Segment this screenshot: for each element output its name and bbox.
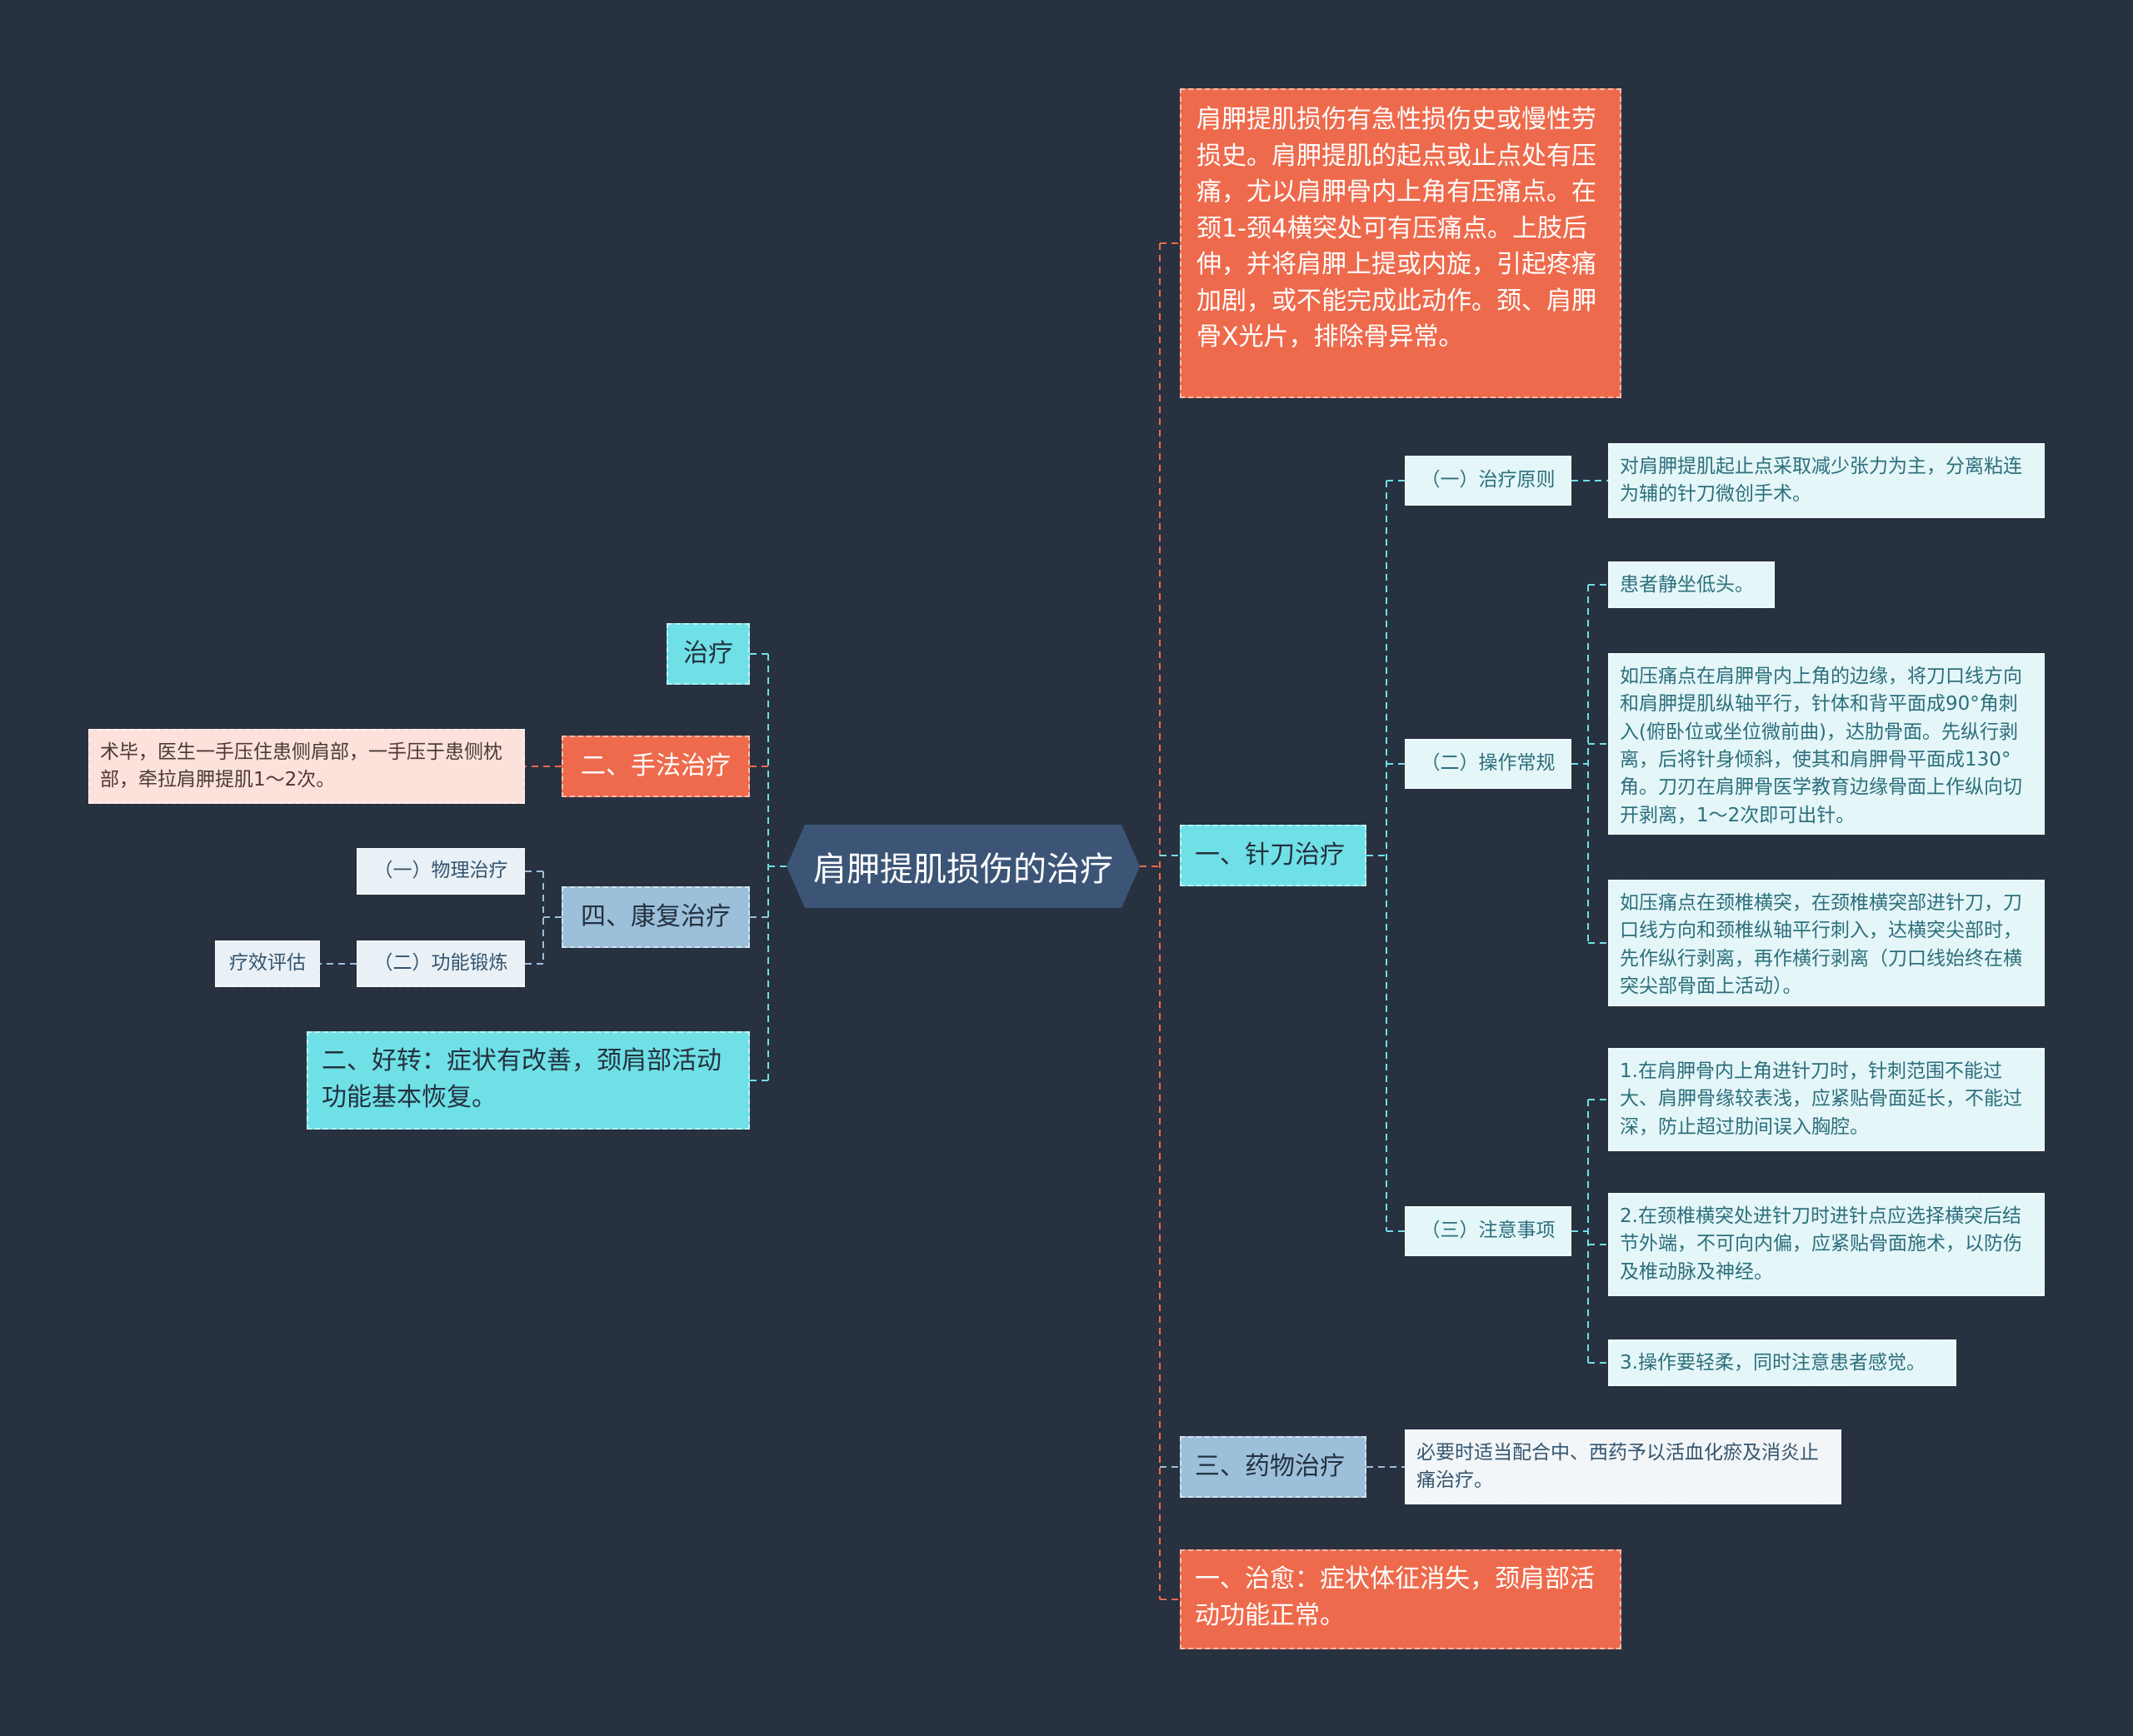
physical-therapy-node[interactable]: （一）物理治疗 [357, 848, 525, 895]
central-topic[interactable]: 肩胛提肌损伤的治疗 [787, 825, 1140, 908]
note-2[interactable]: 2.在颈椎横突处进针刀时进针点应选择横突后结节外端，不可向内偏，应紧贴骨面施术，… [1608, 1193, 2045, 1296]
medicine-node[interactable]: 三、药物治疗 [1180, 1436, 1366, 1498]
routine-step-1[interactable]: 患者静坐低头。 [1608, 561, 1775, 608]
acupotomy-node[interactable]: 一、针刀治疗 [1180, 825, 1366, 886]
routine-node[interactable]: （二）操作常规 [1405, 739, 1571, 789]
exercise-node[interactable]: （二）功能锻炼 [357, 940, 525, 987]
manual-node[interactable]: 二、手法治疗 [562, 736, 750, 797]
note-3[interactable]: 3.操作要轻柔，同时注意患者感觉。 [1608, 1339, 1956, 1386]
improved-node[interactable]: 二、好转：症状有改善，颈肩部活动功能基本恢复。 [307, 1031, 750, 1130]
cured-node[interactable]: 一、治愈：症状体征消失，颈肩部活动功能正常。 [1180, 1549, 1621, 1649]
principle-text[interactable]: 对肩胛提肌起止点采取减少张力为主，分离粘连为辅的针刀微创手术。 [1608, 443, 2045, 518]
routine-step-2[interactable]: 如压痛点在肩胛骨内上角的边缘，将刀口线方向和肩胛提肌纵轴平行，针体和背平面成90… [1608, 653, 2045, 835]
principle-node[interactable]: （一）治疗原则 [1405, 456, 1571, 506]
routine-step-3[interactable]: 如压痛点在颈椎横突，在颈椎横突部进针刀，刀口线方向和颈椎纵轴平行刺入，达横突尖部… [1608, 880, 2045, 1006]
manual-text[interactable]: 术毕，医生一手压住患侧肩部，一手压于患侧枕部，牵拉肩胛提肌1～2次。 [88, 729, 525, 804]
treatment-node[interactable]: 治疗 [667, 623, 750, 685]
notes-node[interactable]: （三）注意事项 [1405, 1206, 1571, 1256]
diagnosis-node[interactable]: 肩胛提肌损伤有急性损伤史或慢性劳损史。肩胛提肌的起点或止点处有压痛，尤以肩胛骨内… [1180, 88, 1621, 398]
note-1[interactable]: 1.在肩胛骨内上角进针刀时，针刺范围不能过大、肩胛骨缘较表浅，应紧贴骨面延长，不… [1608, 1048, 2045, 1151]
evaluation-node[interactable]: 疗效评估 [215, 940, 320, 987]
medicine-text[interactable]: 必要时适当配合中、西药予以活血化瘀及消炎止痛治疗。 [1405, 1429, 1841, 1504]
rehab-node[interactable]: 四、康复治疗 [562, 886, 750, 948]
